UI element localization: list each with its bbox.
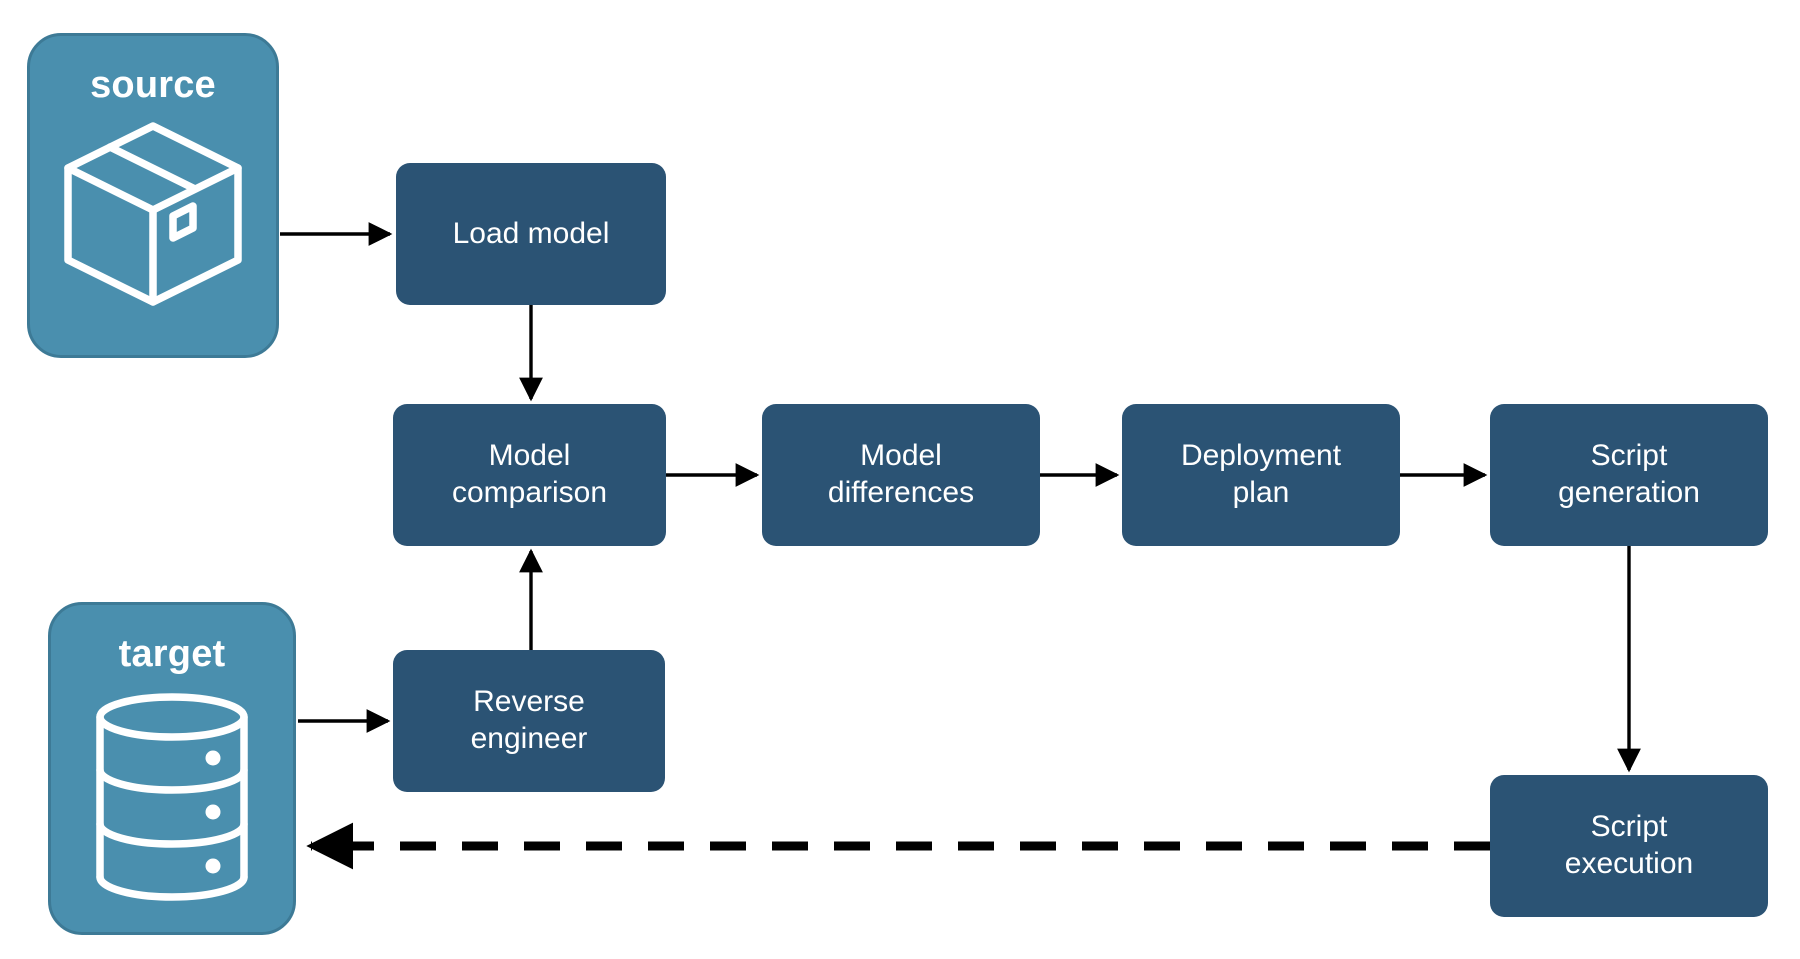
process-script-generation[interactable]: Script generation	[1490, 404, 1768, 546]
endpoint-target[interactable]: target	[48, 602, 296, 935]
process-model-differences[interactable]: Model differences	[762, 404, 1040, 546]
package-box-icon	[60, 118, 246, 315]
database-cylinder-icon	[91, 691, 253, 908]
endpoint-source-label: source	[90, 64, 216, 106]
process-model-comparison[interactable]: Model comparison	[393, 404, 666, 546]
endpoint-source[interactable]: source	[27, 33, 279, 358]
endpoint-target-label: target	[118, 633, 226, 675]
process-script-execution[interactable]: Script execution	[1490, 775, 1768, 917]
process-deployment-plan[interactable]: Deployment plan	[1122, 404, 1400, 546]
process-load-model[interactable]: Load model	[396, 163, 666, 305]
process-reverse-engineer[interactable]: Reverse engineer	[393, 650, 665, 792]
